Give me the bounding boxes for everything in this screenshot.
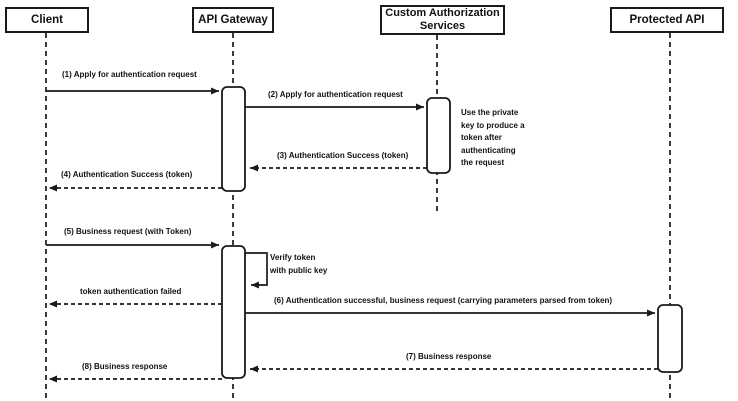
participant-protected-api-label: Protected API xyxy=(629,13,705,26)
participant-client: Client xyxy=(5,7,89,33)
activation-protected-api xyxy=(657,304,683,373)
participant-protected-api: Protected API xyxy=(610,7,724,33)
participant-client-label: Client xyxy=(31,13,63,26)
message-4-label: (4) Authentication Success (token) xyxy=(61,170,193,179)
note-private-key: Use the private key to produce a token a… xyxy=(461,108,525,167)
self-message-label: Verify token with public key xyxy=(270,253,328,275)
message-failed-label: token authentication failed xyxy=(80,287,182,296)
message-6-label: (6) Authentication successful, business … xyxy=(274,296,613,305)
message-1-label: (1) Apply for authentication request xyxy=(62,70,197,79)
participant-custom-auth-label: Custom Authorization Services xyxy=(385,7,500,32)
participant-api-gateway-label: API Gateway xyxy=(198,13,268,26)
participant-custom-auth: Custom Authorization Services xyxy=(380,5,505,35)
message-3-label: (3) Authentication Success (token) xyxy=(277,151,409,160)
self-message-line xyxy=(245,252,268,289)
message-8-label: (8) Business response xyxy=(82,362,168,371)
participant-api-gateway: API Gateway xyxy=(192,7,274,33)
activation-custom-auth xyxy=(426,97,451,174)
activation-api-gateway-1 xyxy=(221,86,246,192)
message-2-label: (2) Apply for authentication request xyxy=(268,90,403,99)
message-5-label: (5) Business request (with Token) xyxy=(64,227,192,236)
activation-api-gateway-2 xyxy=(221,245,246,379)
message-7-label: (7) Business response xyxy=(406,352,492,361)
